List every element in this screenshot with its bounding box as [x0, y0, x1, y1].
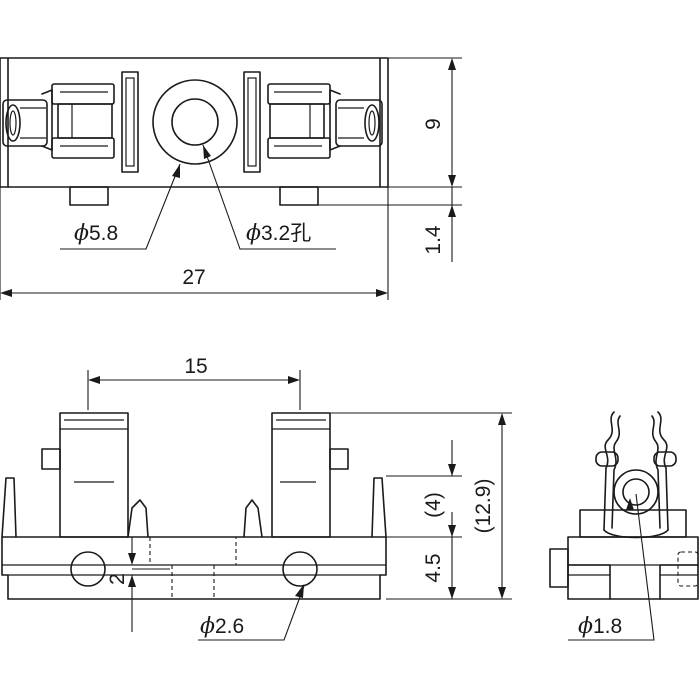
front-right-wing — [371, 477, 387, 538]
front-right-hole — [282, 551, 318, 587]
hole-offset-label: 2 — [106, 573, 129, 585]
pin-hole-diameter-label: ϕ2.6 — [200, 614, 244, 639]
front-base — [1, 536, 387, 600]
side-hole-diameter-label: ϕ1.8 — [578, 614, 622, 639]
top-right-clip — [267, 83, 341, 159]
clip-height-label: (4) — [422, 492, 445, 518]
top-view-dimensions: 9 1.4 27 ϕ5.8 ϕ3.2孔 — [0, 57, 462, 300]
hole-diameter-label: ϕ3.2孔 — [246, 221, 311, 246]
top-left-end-cap — [2, 99, 48, 147]
side-right-step — [659, 564, 699, 600]
hole-diameter-leader — [202, 144, 336, 250]
top-body-outline — [0, 57, 389, 188]
side-left-pin — [549, 548, 569, 588]
top-left-pin — [69, 186, 109, 206]
side-clip-ring — [613, 469, 659, 515]
front-left-wing — [1, 477, 17, 538]
pin-height-label: 1.4 — [422, 225, 445, 255]
top-left-bar — [121, 71, 139, 173]
pin-hole-diameter-leader — [198, 585, 305, 641]
top-right-bar — [243, 71, 261, 173]
side-hole-diameter-leader — [568, 493, 655, 641]
top-right-end-cap — [335, 99, 383, 147]
overall-height-label: (12.9) — [472, 479, 495, 534]
front-right-clip — [243, 412, 349, 538]
outer-diameter-label: ϕ5.8 — [74, 221, 118, 246]
side-hidden-pocket — [677, 551, 699, 587]
top-center-hole — [171, 98, 219, 146]
side-left-step — [567, 564, 611, 600]
side-view — [549, 411, 699, 600]
front-left-hole — [70, 551, 106, 587]
clip-spacing-label: 15 — [184, 355, 207, 378]
base-height-label: 4.5 — [422, 553, 445, 582]
side-hole — [622, 478, 650, 506]
front-left-clip — [41, 412, 149, 538]
front-view — [1, 412, 387, 600]
front-view-dimensions: 15 (4) 4.5 (12.9) 2 ϕ2.6 — [87, 355, 512, 641]
top-view — [0, 57, 389, 206]
total-length-label: 27 — [182, 266, 205, 289]
side-clip-arms — [603, 411, 669, 531]
top-center-outer-circle — [152, 79, 238, 165]
top-left-bar-inner — [125, 77, 135, 167]
top-left-clip — [41, 83, 115, 159]
top-right-pin — [279, 186, 319, 206]
side-view-dimensions: ϕ1.8 — [568, 493, 655, 641]
outer-diameter-leader — [60, 163, 181, 250]
side-clip-left-tab — [595, 451, 619, 467]
side-clip-bottom — [603, 529, 669, 539]
top-right-bar-inner — [247, 77, 257, 167]
body-height-label: 9 — [422, 118, 445, 130]
side-clip-right-tab — [653, 451, 677, 467]
front-hidden-pins — [171, 565, 215, 599]
front-hidden-slot — [149, 537, 237, 566]
